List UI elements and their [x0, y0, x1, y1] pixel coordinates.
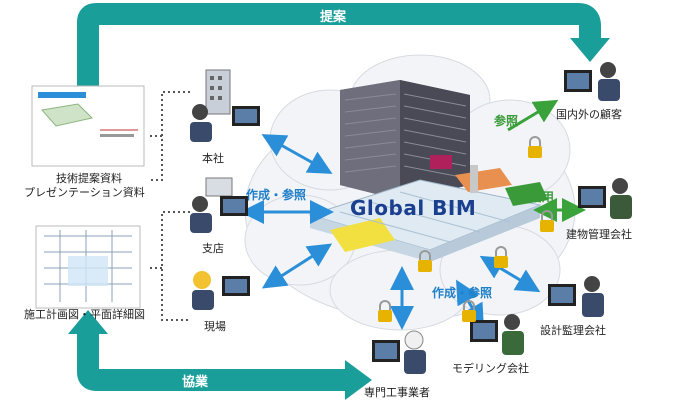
- top-proposal-arrow: [77, 3, 610, 92]
- bottom-collab-arrow: [68, 310, 372, 400]
- blue-arrows: [240, 134, 541, 330]
- proposal-label: 提案: [320, 10, 347, 25]
- person-icons: [190, 62, 632, 374]
- server-rack-icon: [340, 80, 470, 200]
- node-modeling: モデリング会社: [452, 362, 529, 375]
- node-sekkei: 設計監理会社: [540, 324, 606, 337]
- label-ref: 参照: [494, 114, 519, 128]
- doc-label-presentation: プレゼンテーション資料: [24, 186, 145, 199]
- label-use: 活用: [530, 190, 555, 204]
- lock-icons: [378, 136, 554, 322]
- node-tatemono: 建物管理会社: [566, 228, 632, 241]
- node-honsha: 本社: [202, 152, 224, 165]
- building-model: [308, 165, 548, 262]
- node-senmon: 専門工事業者: [364, 386, 430, 399]
- label-create-ref-bottom: 作成・参照: [432, 286, 493, 300]
- label-create-ref-left: 作成・参照: [246, 188, 307, 202]
- global-bim-title: Global BIM: [350, 196, 477, 220]
- collaboration-label: 協業: [182, 375, 209, 390]
- node-genba: 現場: [204, 320, 226, 333]
- green-arrows: [507, 99, 586, 222]
- construction-drawing: [35, 225, 141, 309]
- node-shiten: 支店: [202, 242, 224, 255]
- node-kokyaku: 国内外の顧客: [556, 108, 622, 121]
- proposal-document: [31, 85, 145, 167]
- doc-label-proposal: 技術提案資料: [56, 172, 122, 185]
- dotted-connectors: [150, 91, 190, 321]
- doc-label-drawings: 施工計画図・平面詳細図: [24, 308, 145, 321]
